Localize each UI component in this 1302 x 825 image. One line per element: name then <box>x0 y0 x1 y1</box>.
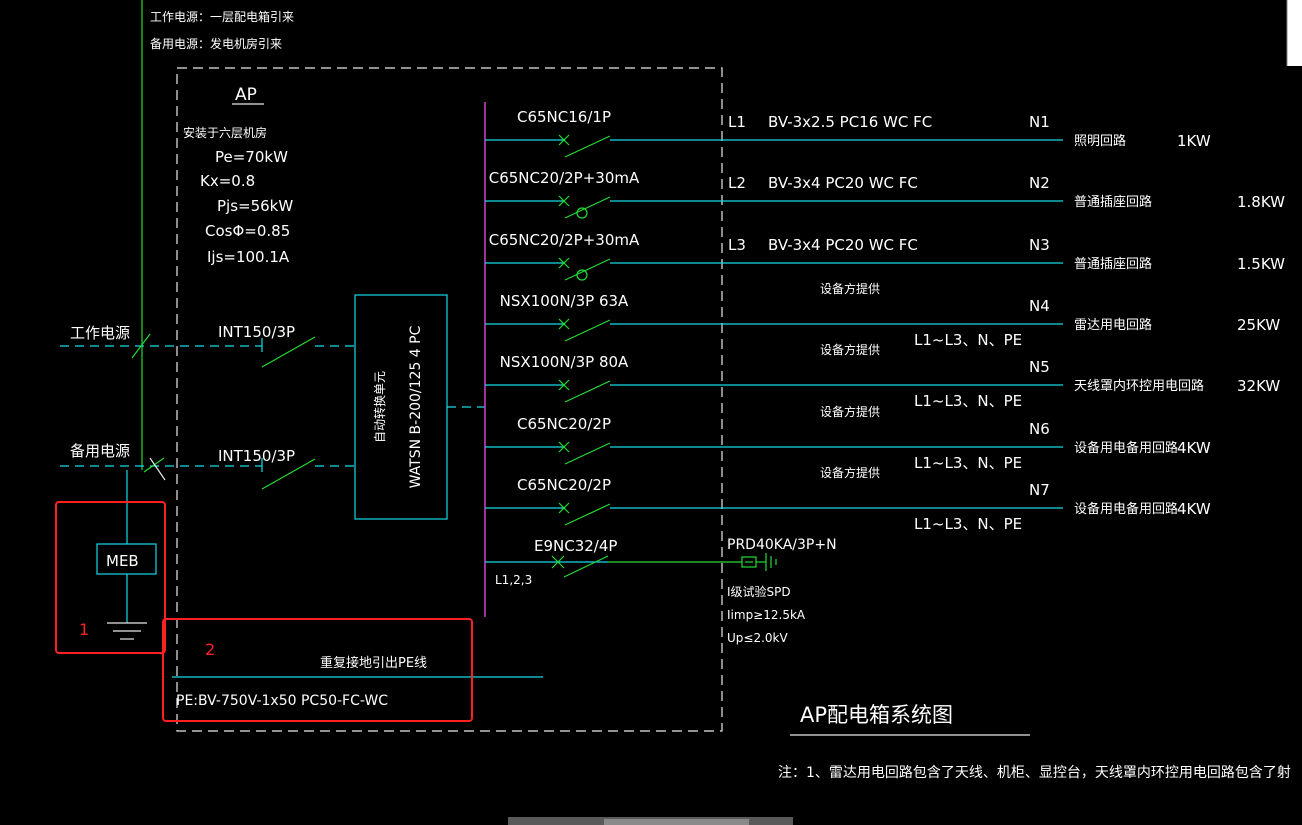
breaker-blade <box>564 442 611 465</box>
circuit-phase: L1 <box>728 113 746 131</box>
circuit-id: N4 <box>1029 297 1050 315</box>
circuit-phases: L1~L3、N、PE <box>914 515 1022 533</box>
param-cos: CosΦ=0.85 <box>205 222 290 240</box>
marker-1: 1 <box>79 620 89 639</box>
input-label-work: 工作电源 <box>70 324 130 342</box>
breaker-blade <box>564 319 611 342</box>
box-title: AP <box>235 85 257 105</box>
circuit-name: 普通插座回路 <box>1074 256 1152 272</box>
circuit-power: 4KW <box>1177 439 1211 457</box>
circuit-name: 设备用电备用回路 <box>1074 501 1178 517</box>
circuit-id: N6 <box>1029 420 1050 438</box>
input-feeders <box>60 333 355 490</box>
ats-name: 自动转换单元 <box>372 371 387 443</box>
spd-spec-class: I级试验SPD <box>727 584 791 599</box>
circuit-name: 天线罩内环控用电回路 <box>1074 378 1204 394</box>
circuit-phase: L3 <box>728 236 746 254</box>
pe-label: 重复接地引出PE线 <box>320 655 427 671</box>
circuit-breaker: C65NC20/2P <box>517 476 611 494</box>
circuit-name: 雷达用电回路 <box>1074 317 1152 333</box>
circuit-note: 设备方提供 <box>820 404 880 419</box>
ats-model: WATSN B-200/125 4 PC <box>408 325 424 488</box>
circuit-power: 1.5KW <box>1237 255 1285 273</box>
window-edge <box>1286 0 1302 66</box>
circuit-name: 设备用电备用回路 <box>1074 440 1178 456</box>
circuit-id: N1 <box>1029 113 1050 131</box>
breaker-blade <box>564 258 611 281</box>
circuit-breaker: C65NC16/1P <box>517 108 611 126</box>
circuit-note: 设备方提供 <box>820 281 880 296</box>
circuit-cable: BV-3x4 PC20 WC FC <box>768 236 918 254</box>
circuit-breaker: C65NC20/2P <box>517 415 611 433</box>
spd-model: PRD40KA/3P+N <box>727 537 837 553</box>
circuit-id: N7 <box>1029 481 1050 499</box>
circuit-row: C65NC20/2P+30mA L2 BV-3x4 PC20 WC FC N2 普通插座… <box>485 169 1285 219</box>
box-location: 安装于六层机房 <box>183 125 267 140</box>
circuit-power: 25KW <box>1237 316 1280 334</box>
footnote: 注：1、雷达用电回路包含了天线、机柜、显控台，天线罩内环控用电回路包含了射 <box>778 765 1291 781</box>
circuit-breaker: C65NC20/2P+30mA <box>489 231 640 249</box>
earthing <box>96 470 543 678</box>
circuit-row: NSX100N/3P 80A 设备方提供 L1~L3、N、PE N5 天线罩内环控用电回… <box>485 342 1280 410</box>
breaker-blade <box>564 380 611 403</box>
circuit-group: C65NC16/1P L1 BV-3x2.5 PC16 WC FC N1 照明回路 1KW… <box>485 108 1285 533</box>
circuit-row: C65NC20/2P+30mA L3 BV-3x4 PC20 WC FC N3 普通插座… <box>485 231 1285 281</box>
circuit-breaker: C65NC20/2P+30mA <box>489 169 640 187</box>
circuit-cable: BV-3x2.5 PC16 WC FC <box>768 113 932 131</box>
circuit-power: 1.8KW <box>1237 193 1285 211</box>
spd-branch <box>485 553 777 578</box>
circuit-breaker: NSX100N/3P 80A <box>500 353 629 371</box>
ap-enclosure <box>176 67 723 732</box>
spd-phases: L1,2,3 <box>495 573 532 587</box>
rcd-symbol <box>576 269 588 281</box>
work-source-note: 工作电源：一层配电箱引来 <box>150 9 294 24</box>
input-breaker-backup: INT150/3P <box>218 447 295 465</box>
ats-unit <box>354 294 448 520</box>
param-pjs: Pjs=56kW <box>217 197 293 215</box>
spd-breaker: E9NC32/4P <box>534 537 617 555</box>
circuit-phases: L1~L3、N、PE <box>914 454 1022 472</box>
circuit-id: N3 <box>1029 236 1050 254</box>
param-pe: Pe=70kW <box>215 148 288 166</box>
circuit-power: 1KW <box>1177 132 1211 150</box>
pe-cable: PE:BV-750V-1x50 PC50-FC-WC <box>176 693 388 709</box>
circuit-phase: L2 <box>728 174 746 192</box>
circuit-power: 32KW <box>1237 377 1280 395</box>
circuit-cable: BV-3x4 PC20 WC FC <box>768 174 918 192</box>
circuit-name: 照明回路 <box>1074 133 1126 149</box>
meb-label: MEB <box>106 552 139 570</box>
breaker-blade <box>564 135 611 158</box>
circuit-note: 设备方提供 <box>820 465 880 480</box>
breaker-blade <box>564 503 611 526</box>
param-kx: Kx=0.8 <box>200 172 255 190</box>
highlight-box-2 <box>162 618 473 722</box>
circuit-id: N5 <box>1029 358 1050 376</box>
circuit-power: 4KW <box>1177 500 1211 518</box>
circuit-row: C65NC16/1P L1 BV-3x2.5 PC16 WC FC N1 照明回路 1KW <box>485 108 1211 158</box>
backup-source-note: 备用电源：发电机房引来 <box>150 36 282 51</box>
input-breaker-work: INT150/3P <box>218 323 295 341</box>
highlight-box-1 <box>55 501 166 654</box>
param-ijs: Ijs=100.1A <box>207 248 290 266</box>
circuit-phases: L1~L3、N、PE <box>914 392 1022 410</box>
circuit-id: N2 <box>1029 174 1050 192</box>
circuit-name: 普通插座回路 <box>1074 194 1152 210</box>
spd-spec-iimp: Iimp≥12.5kA <box>727 608 806 622</box>
bottom-scrollbar[interactable] <box>508 817 793 825</box>
circuit-row: NSX100N/3P 63A 设备方提供 L1~L3、N、PE N4 雷达用电回路 25K… <box>485 281 1280 349</box>
rcd-symbol <box>576 207 588 219</box>
scrollbar-thumb[interactable] <box>604 819 749 825</box>
circuit-phases: L1~L3、N、PE <box>914 331 1022 349</box>
circuit-note: 设备方提供 <box>820 342 880 357</box>
circuit-breaker: NSX100N/3P 63A <box>500 292 629 310</box>
diagram-title: AP配电箱系统图 <box>800 703 953 727</box>
marker-2: 2 <box>205 640 215 659</box>
input-label-backup: 备用电源 <box>70 442 130 460</box>
spd-spec-up: Up≤2.0kV <box>727 631 788 645</box>
breaker-blade <box>564 196 611 219</box>
